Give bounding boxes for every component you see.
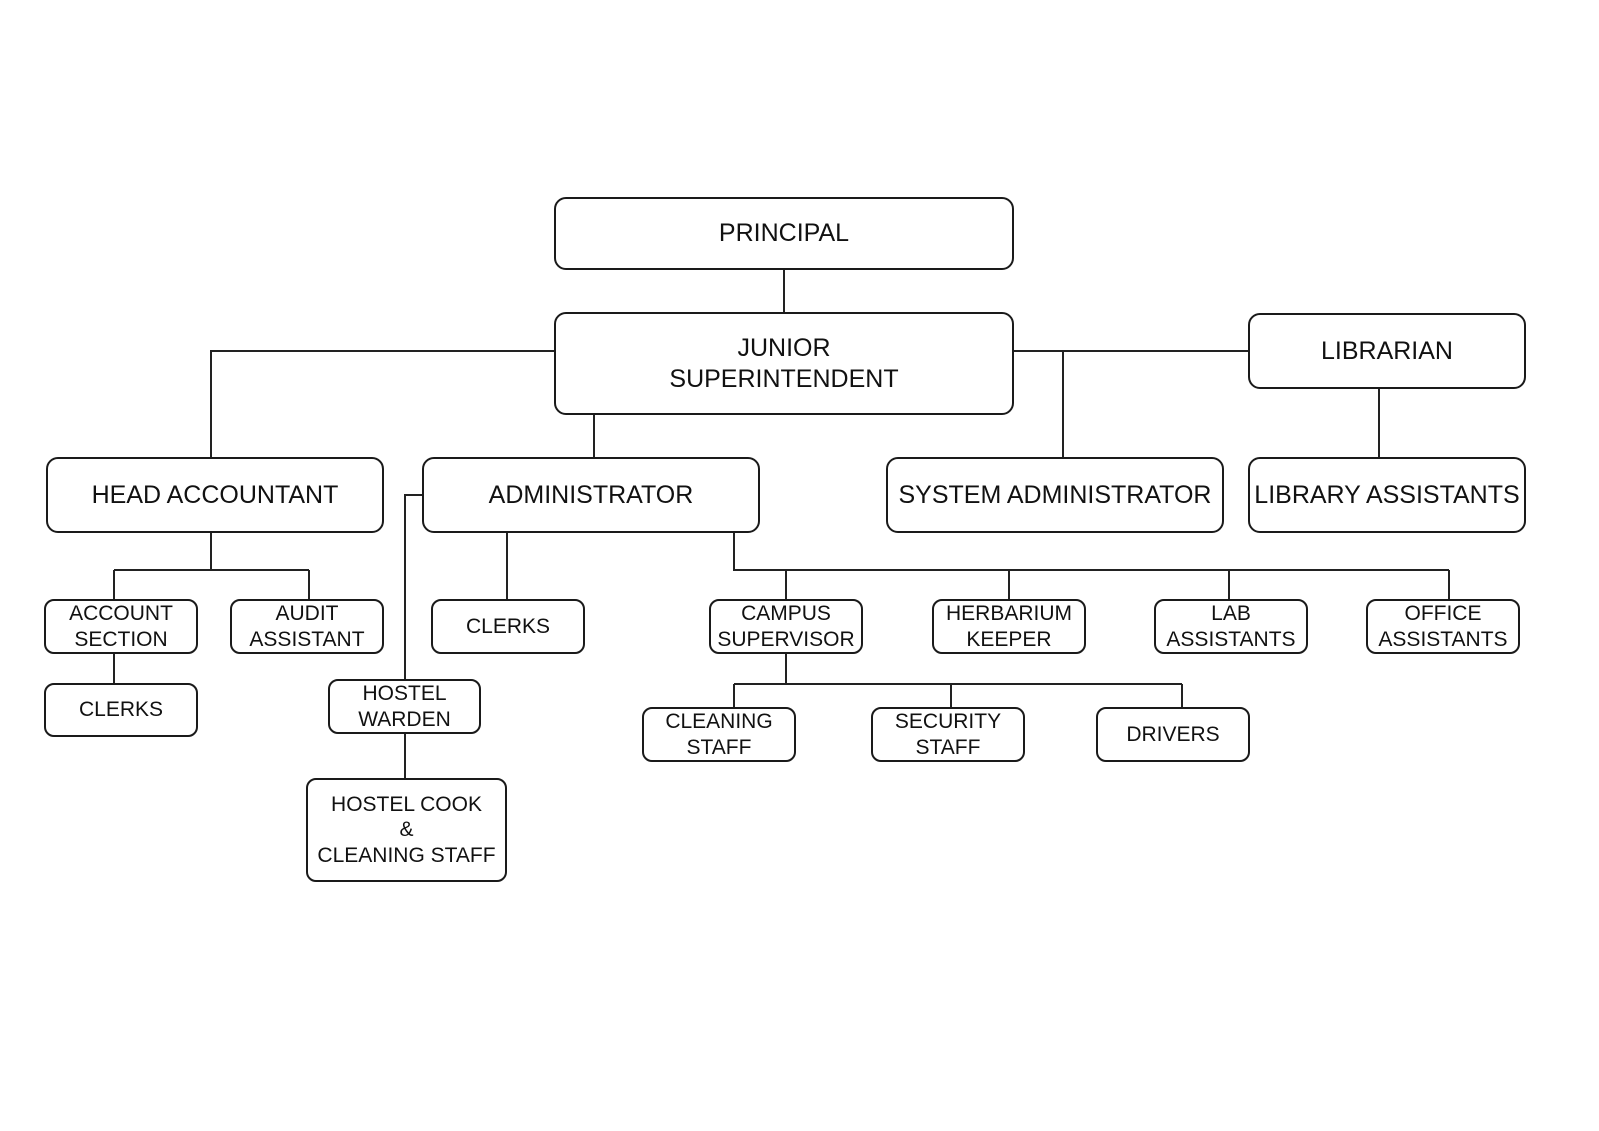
node-label: LIBRARY ASSISTANTS xyxy=(1254,480,1520,509)
node-security-staff: SECURITY STAFF xyxy=(871,707,1025,762)
node-account-section: ACCOUNT SECTION xyxy=(44,599,198,654)
node-label: ACCOUNT SECTION xyxy=(69,601,173,651)
node-label: ADMINISTRATOR xyxy=(488,480,694,509)
node-label: PRINCIPAL xyxy=(718,219,850,248)
node-herbarium-keeper: HERBARIUM KEEPER xyxy=(932,599,1086,654)
node-audit-assistant: AUDIT ASSISTANT xyxy=(230,599,384,654)
node-label: CLERKS xyxy=(465,614,551,638)
line-campus-children xyxy=(733,654,1183,707)
node-label: OFFICE ASSISTANTS xyxy=(1378,601,1508,651)
node-hostel-warden: HOSTEL WARDEN xyxy=(328,679,481,734)
node-junior-superintendent: JUNIOR SUPERINTENDENT xyxy=(554,312,1014,415)
node-library-assistants: LIBRARY ASSISTANTS xyxy=(1248,457,1526,533)
node-lab-assistants: LAB ASSISTANTS xyxy=(1154,599,1308,654)
node-drivers: DRIVERS xyxy=(1096,707,1250,762)
node-librarian: LIBRARIAN xyxy=(1248,313,1526,389)
node-label: CAMPUS SUPERVISOR xyxy=(717,601,855,651)
node-principal: PRINCIPAL xyxy=(554,197,1014,270)
node-system-administrator: SYSTEM ADMINISTRATOR xyxy=(886,457,1224,533)
node-clerks-accounts: CLERKS xyxy=(44,683,198,737)
line-admin-hostel-warden xyxy=(404,494,422,679)
node-label: CLERKS xyxy=(78,698,164,722)
node-label: AUDIT ASSISTANT xyxy=(249,601,365,651)
node-label: HOSTEL WARDEN xyxy=(358,681,451,731)
node-office-assistants: OFFICE ASSISTANTS xyxy=(1366,599,1520,654)
line-head-accountant-children xyxy=(113,533,310,599)
node-head-accountant: HEAD ACCOUNTANT xyxy=(46,457,384,533)
line-junior-head-accountant xyxy=(210,350,554,457)
node-hostel-cook: HOSTEL COOK & CLEANING STAFF xyxy=(306,778,507,882)
node-administrator: ADMINISTRATOR xyxy=(422,457,760,533)
node-label: HEAD ACCOUNTANT xyxy=(91,480,339,509)
node-cleaning-staff: CLEANING STAFF xyxy=(642,707,796,762)
node-clerks-admin: CLERKS xyxy=(431,599,585,654)
node-label: LAB ASSISTANTS xyxy=(1166,601,1296,651)
node-label: DRIVERS xyxy=(1126,722,1220,746)
node-label: LIBRARIAN xyxy=(1321,336,1453,365)
node-label: HERBARIUM KEEPER xyxy=(945,601,1072,651)
node-label: HOSTEL COOK & CLEANING STAFF xyxy=(317,792,496,867)
line-admin-staff xyxy=(733,533,1450,599)
node-label: JUNIOR SUPERINTENDENT xyxy=(669,334,899,393)
node-label: SECURITY STAFF xyxy=(894,709,1002,759)
node-campus-supervisor: CAMPUS SUPERVISOR xyxy=(709,599,863,654)
node-label: SYSTEM ADMINISTRATOR xyxy=(898,480,1212,509)
node-label: CLEANING STAFF xyxy=(665,709,773,759)
